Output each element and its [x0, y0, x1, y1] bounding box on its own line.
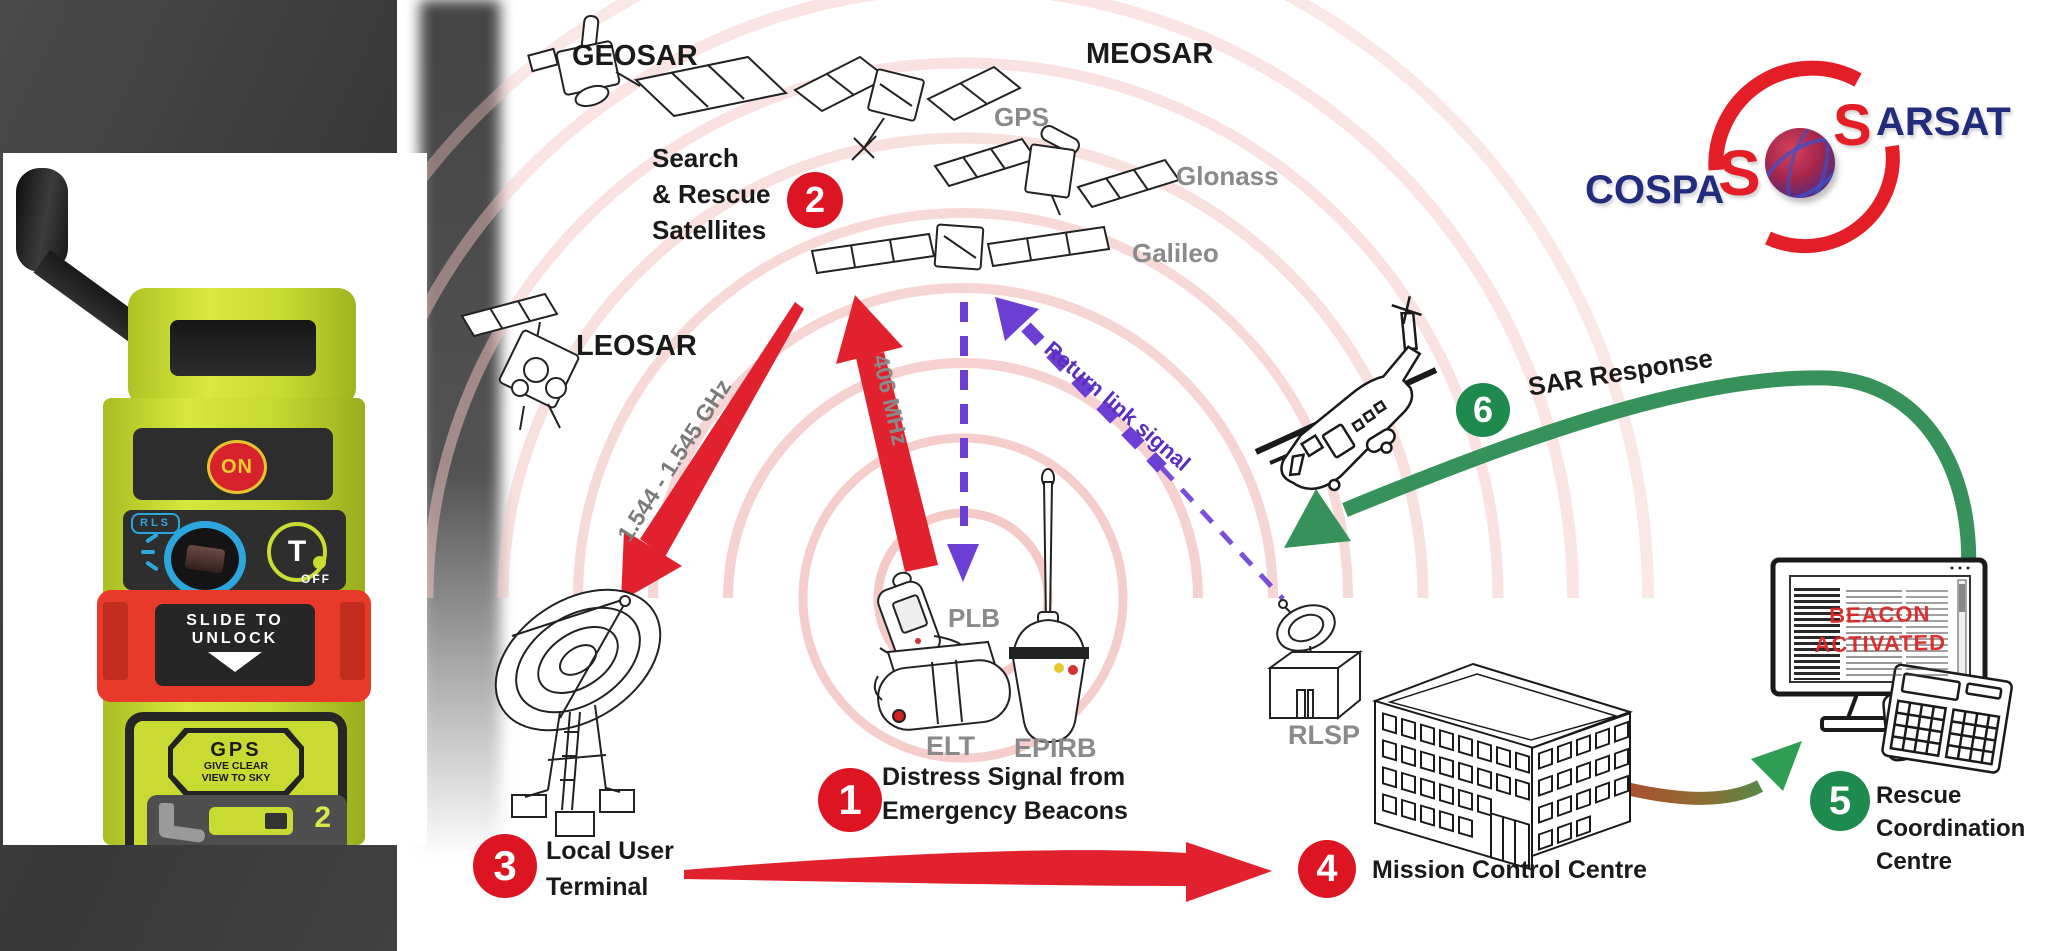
galileo-label: Galileo — [1132, 238, 1219, 268]
test-pin-icon — [313, 556, 326, 569]
beacon-product-photo: ON RLS T OFF SLIDE TO UNLOCK GPS GIVE CL… — [3, 153, 427, 845]
screen-data-column — [1906, 590, 1948, 678]
step2-line3: Satellites — [652, 215, 767, 245]
gps-sub2: VIEW TO SKY — [201, 772, 271, 784]
test-button: T — [267, 522, 327, 582]
instruction-step-number: 2 — [314, 801, 331, 834]
beacon-activated-alert: BEACON ACTIVATED — [1800, 599, 1961, 660]
battery-slot — [265, 813, 287, 829]
step5-line3: Centre — [1876, 848, 1953, 875]
step5-label: Rescue Coordination Centre — [1876, 779, 2025, 878]
meosar-label: MEOSAR — [1086, 38, 1214, 70]
local-user-terminal-dish — [494, 588, 662, 837]
step2-line1: Search — [652, 143, 739, 173]
geosar-satellite — [527, 14, 789, 118]
rls-ray-icon — [141, 550, 155, 554]
elt-beacon — [873, 640, 1011, 731]
off-label: OFF — [301, 572, 331, 586]
dial-knob — [184, 544, 226, 574]
screen-data-column — [1846, 590, 1902, 678]
slide-line2: UNLOCK — [191, 630, 279, 647]
logo-globe-icon — [1765, 128, 1835, 198]
screen-data-column — [1794, 588, 1840, 680]
logo-sarsat-text: ARSAT — [1876, 100, 2011, 144]
rcc-telephone — [1881, 663, 2013, 774]
step4-label: Mission Control Centre — [1372, 856, 1648, 884]
leosar-label: LEOSAR — [576, 330, 697, 362]
mission-control-building — [1371, 662, 1634, 871]
handle-opening — [170, 320, 316, 376]
gps-label: GPS — [210, 739, 262, 761]
step2-label: Search & Rescue Satellites — [652, 140, 771, 248]
logo-swooshes — [1708, 60, 1900, 254]
step2-line2: & Rescue — [652, 179, 771, 209]
gps-satellite — [793, 55, 1022, 161]
slide-line1: SLIDE TO — [186, 612, 284, 629]
step3-line2: Terminal — [546, 873, 649, 901]
glonass-satellite — [933, 125, 1181, 216]
step6-badge: 6 — [1456, 383, 1510, 437]
galileo-satellite — [810, 223, 1111, 275]
rls-panel: RLS T OFF — [123, 510, 346, 597]
epirb-label: EPIRB — [1014, 733, 1097, 763]
step3-line1: Local User — [546, 837, 674, 865]
on-button: ON — [207, 440, 267, 494]
alert-line1: BEACON — [1828, 601, 1931, 628]
down-triangle-icon — [208, 652, 262, 672]
gps-sat-label: GPS — [994, 102, 1049, 132]
step3-badge: 3 — [473, 834, 537, 898]
logo-cospas-text: COSPA — [1585, 168, 1725, 212]
leosar-satellite — [460, 292, 580, 431]
alert-line2: ACTIVATED — [1814, 629, 1947, 658]
elt-label: ELT — [926, 731, 975, 761]
downlink-arrow — [621, 302, 804, 601]
instruction-pictogram: 2 — [147, 795, 347, 845]
rls-ray-icon — [145, 532, 159, 544]
antenna-knob — [16, 168, 68, 272]
slide-to-unlock-panel: SLIDE TO UNLOCK — [155, 604, 315, 686]
step1-line1: Distress Signal from — [882, 763, 1126, 791]
logo-s-right: S — [1833, 93, 1872, 158]
rls-label: RLS — [131, 513, 180, 534]
beacon-handle — [128, 288, 356, 406]
step2-badge: 2 — [787, 172, 843, 228]
band-tab — [103, 602, 128, 680]
battery-illustration — [209, 807, 293, 835]
rls-dial — [164, 521, 246, 597]
gps-sub1: GIVE CLEAR — [203, 760, 269, 772]
sar-response-arrow — [1284, 370, 1977, 601]
rlsp-label: RLSP — [1288, 720, 1361, 750]
step5-badge: 5 — [1810, 771, 1870, 831]
step3-label: Local User Terminal — [546, 833, 674, 905]
return-link-down-arrow — [947, 302, 979, 582]
lut-to-mcc-arrow — [684, 842, 1272, 902]
rls-ray-icon — [145, 560, 159, 572]
geosar-label: GEOSAR — [572, 40, 698, 72]
crank-icon — [158, 823, 206, 844]
plb-label: PLB — [948, 603, 1000, 633]
band-tab — [340, 602, 365, 680]
step1-line2: Emergency Beacons — [882, 797, 1128, 825]
gps-octagon: GPS GIVE CLEAR VIEW TO SKY — [168, 728, 304, 796]
slide-lock-band: SLIDE TO UNLOCK — [97, 590, 371, 702]
helicopter — [1254, 296, 1438, 492]
step1-label: Distress Signal from Emergency Beacons — [882, 760, 1128, 828]
step1-badge: 1 — [818, 768, 882, 832]
step5-line2: Coordination — [1876, 815, 2026, 842]
step5-line1: Rescue — [1876, 782, 1962, 809]
plb-beacon — [877, 571, 970, 678]
gps-octagon-inner: GPS GIVE CLEAR VIEW TO SKY — [173, 733, 299, 791]
rlsp-station — [1266, 599, 1364, 721]
return-link-diagonal-arrow — [995, 297, 1285, 601]
glonass-label: Glonass — [1176, 161, 1279, 191]
uplink-arrow — [836, 295, 938, 572]
step4-badge: 4 — [1298, 840, 1356, 898]
logo-s-left: S — [1718, 137, 1761, 209]
epirb-beacon — [1009, 468, 1089, 744]
